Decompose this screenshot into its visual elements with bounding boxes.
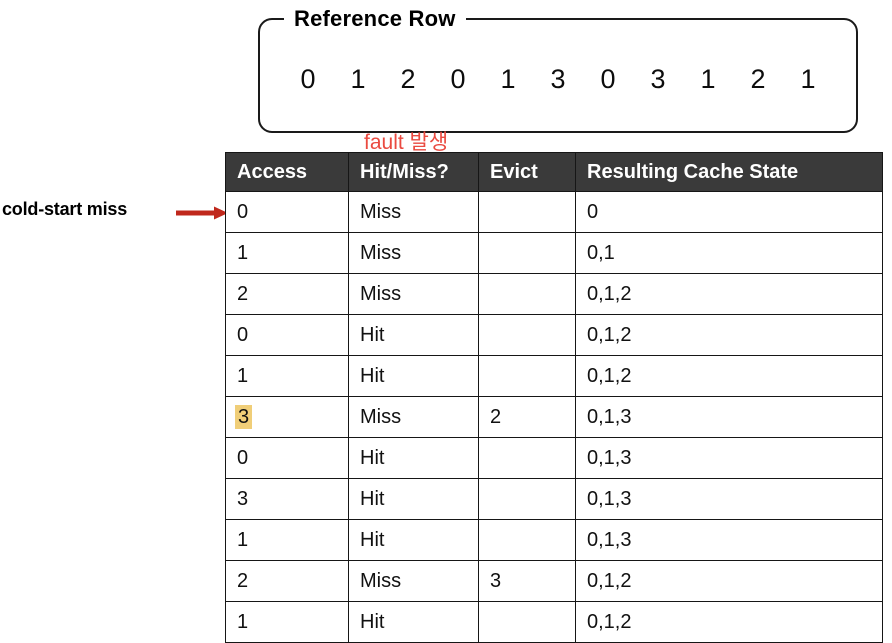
cell-evict [478,478,576,520]
highlighted-access-value: 3 [235,404,253,429]
cell-hitmiss: Hit [348,519,479,561]
cell-evict: 2 [478,396,576,438]
cell-hitmiss: Hit [348,437,479,479]
cell-evict [478,437,576,479]
cell-hitmiss: Miss [348,560,479,602]
reference-row-value: 1 [800,64,816,94]
cell-evict: 3 [478,560,576,602]
cell-cache-state: 0,1 [575,232,883,274]
reference-row-value: 0 [300,64,316,94]
cell-hitmiss: Miss [348,232,479,274]
reference-row-value: 3 [550,64,566,94]
cell-access: 0 [225,314,349,356]
cell-cache-state: 0,1,2 [575,273,883,315]
cell-hitmiss: Hit [348,314,479,356]
cold-start-miss-label: cold-start miss [2,199,128,219]
cell-evict [478,519,576,561]
cell-evict [478,232,576,274]
table-header-row: Access Hit/Miss? Evict Resulting Cache S… [225,152,883,192]
cold-start-arrow-icon [176,206,228,220]
cell-cache-state: 0 [575,191,883,233]
cell-hitmiss: Miss [348,396,479,438]
cell-hitmiss: Miss [348,273,479,315]
cell-access: 0 [225,437,349,479]
cell-evict [478,355,576,397]
reference-row-value: 0 [600,64,616,94]
column-header-hitmiss: Hit/Miss? [348,152,479,192]
reference-row-value: 1 [350,64,366,94]
cell-access: 3 [225,478,349,520]
cell-access: 0 [225,191,349,233]
column-header-state: Resulting Cache State [575,152,883,192]
cell-evict [478,601,576,643]
reference-row-value: 1 [700,64,716,94]
reference-row-box [258,18,858,133]
cell-evict [478,273,576,315]
reference-row-sequence: 0 1 2 0 1 3 0 3 1 2 1 [258,57,858,101]
cell-access: 1 [225,601,349,643]
reference-row-value: 3 [650,64,666,94]
cell-cache-state: 0,1,3 [575,437,883,479]
cell-access: 1 [225,519,349,561]
reference-row-value: 1 [500,64,516,94]
reference-row-value: 2 [750,64,766,94]
reference-row-legend-label: Reference Row [284,4,466,34]
cell-evict [478,314,576,356]
cell-evict [478,191,576,233]
cell-cache-state: 0,1,3 [575,519,883,561]
column-header-evict: Evict [478,152,576,192]
cell-access: 2 [225,273,349,315]
cell-cache-state: 0,1,2 [575,314,883,356]
cell-hitmiss: Hit [348,355,479,397]
cell-access: 1 [225,355,349,397]
cell-cache-state: 0,1,2 [575,601,883,643]
cell-hitmiss: Hit [348,601,479,643]
cell-hitmiss: Miss [348,191,479,233]
cell-cache-state: 0,1,3 [575,478,883,520]
cell-access: 3 [225,396,349,438]
reference-row-value: 2 [400,64,416,94]
cache-simulation-table: Access Hit/Miss? Evict Resulting Cache S… [225,152,883,643]
cell-hitmiss: Hit [348,478,479,520]
reference-row-value: 0 [450,64,466,94]
cell-cache-state: 0,1,2 [575,355,883,397]
fault-annotation-label: fault 발생 [364,131,449,154]
cell-access: 2 [225,560,349,602]
column-header-access: Access [225,152,349,192]
cell-cache-state: 0,1,3 [575,396,883,438]
cell-cache-state: 0,1,2 [575,560,883,602]
cell-access: 1 [225,232,349,274]
